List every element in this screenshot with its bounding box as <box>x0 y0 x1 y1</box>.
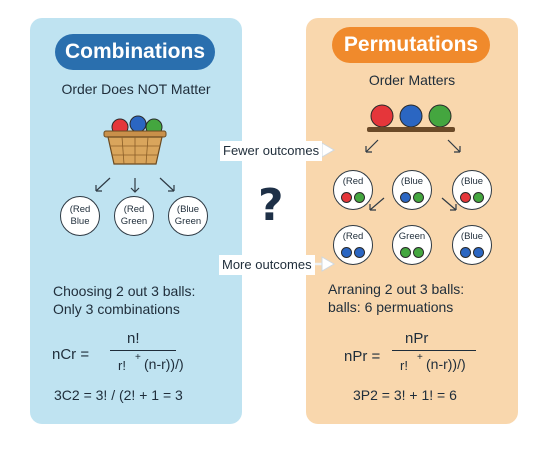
green-ball <box>473 192 484 203</box>
formula-denominator-b: (n-r))/) <box>426 356 466 372</box>
formula-denominator-a: r! <box>118 358 126 373</box>
fewer-outcomes-label: Fewer outcomes <box>220 141 323 161</box>
bar-red-ball <box>370 104 394 128</box>
permutations-description-line1: Arraning 2 out 3 balls: <box>328 281 465 297</box>
permutation-label-1: (Red <box>342 176 364 187</box>
question-mark-icon: ? <box>258 180 284 231</box>
formula-numerator: nPr <box>405 330 429 347</box>
permutation-label-3: (Blue <box>460 176 484 187</box>
combinations-title: Combinations <box>55 34 215 70</box>
permutation-circle-1: (Red <box>333 170 373 210</box>
formula-lhs: nPr = <box>344 348 381 365</box>
more-outcomes-label: More outcomes <box>219 255 315 275</box>
formula-denominator-plus: + <box>417 352 423 363</box>
permutation-circle-6: (Blue <box>452 225 492 265</box>
permutation-circle-2: (Blue <box>392 170 432 210</box>
formula-numerator: n! <box>127 330 140 347</box>
permutations-description-line2: balls: 6 permuations <box>328 299 454 315</box>
formula-denominator-plus: + <box>135 352 141 363</box>
permutation-circle-3: (Blue <box>452 170 492 210</box>
basket-blue-ball <box>129 115 147 133</box>
permutations-example: 3P2 = 3! + 1! = 6 <box>353 387 457 403</box>
combinations-description-line1: Choosing 2 out 3 balls: <box>53 283 196 299</box>
combinations-description: Choosing 2 out 3 balls: Only 3 combinati… <box>53 282 195 318</box>
permutation-label-5: Green <box>398 231 426 242</box>
red-ball <box>460 192 471 203</box>
green-ball <box>413 192 424 203</box>
permutations-panel: Permutations Order Matters (Red (Blue (B… <box>306 18 518 424</box>
permutation-label-4: (Red <box>342 231 364 242</box>
permutation-circle-5: Green <box>392 225 432 265</box>
combinations-description-line2: Only 3 combinations <box>53 301 180 317</box>
green-ball <box>400 247 411 258</box>
blue-ball <box>354 247 365 258</box>
permutation-label-6: (Blue <box>460 231 484 242</box>
permutations-description: Arraning 2 out 3 balls: balls: 6 permuat… <box>328 280 464 316</box>
permutations-title: Permutations <box>332 27 490 63</box>
combinations-subtitle: Order Does NOT Matter <box>61 81 211 97</box>
fraction-bar <box>392 350 476 351</box>
permutations-subtitle: Order Matters <box>368 72 456 88</box>
permutation-label-2: (Blue <box>400 176 424 187</box>
green-ball <box>413 247 424 258</box>
permutation-circle-4: (Red <box>333 225 373 265</box>
bar-green-ball <box>428 104 452 128</box>
blue-ball <box>473 247 484 258</box>
blue-ball <box>460 247 471 258</box>
bar-blue-ball <box>399 104 423 128</box>
basket-arrows <box>95 177 175 193</box>
combinations-example: 3C2 = 3! / (2! + 1 = 3 <box>54 387 183 403</box>
blue-ball <box>341 247 352 258</box>
blue-ball <box>400 192 411 203</box>
fraction-bar <box>110 350 176 351</box>
red-ball <box>341 192 352 203</box>
formula-denominator-a: r! <box>400 358 408 373</box>
basket-icon <box>103 130 167 165</box>
formula-lhs: nCr = <box>52 346 90 363</box>
permutation-arrows <box>365 139 461 211</box>
ball-bar <box>367 127 455 132</box>
formula-denominator-b: (n-r))/) <box>144 356 184 372</box>
green-ball <box>354 192 365 203</box>
